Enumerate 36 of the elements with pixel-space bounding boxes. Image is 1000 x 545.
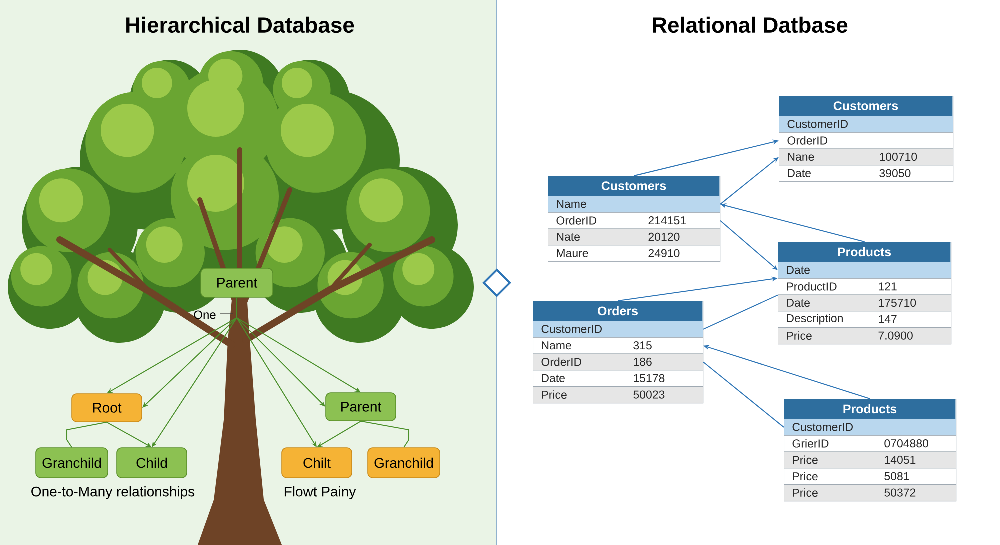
table-row: Description 147 — [778, 311, 952, 328]
table-row: Date 39050 — [779, 165, 954, 182]
table-row: Name — [548, 196, 720, 213]
table-row: Date — [778, 262, 952, 279]
title: Hierarchical Database — [126, 16, 354, 34]
table-row: CustomerID — [784, 419, 956, 436]
title: Relational Datbase — [653, 16, 848, 34]
table-row: Date 175710 — [778, 294, 952, 312]
table-row: Price 50023 — [533, 386, 704, 404]
table-row: Name 315 — [533, 337, 704, 354]
table-row: Nane 100710 — [779, 148, 954, 166]
caption: Flowt Painy — [284, 486, 356, 500]
tree-node-box: Parent — [200, 268, 274, 298]
tree-node-box: Chilt — [282, 448, 352, 478]
caption: One-to-Many relationships — [32, 486, 195, 500]
tree-node-box: Root — [72, 394, 142, 422]
table-row: GrierID 0704880 — [784, 435, 956, 452]
tree-node-box: Granchild — [368, 448, 440, 478]
table-row: Price 50372 — [784, 484, 956, 502]
table-row: Maure 24910 — [548, 245, 720, 262]
table-row: Price 5081 — [784, 468, 956, 486]
table-row: OrderID 214151 — [548, 212, 720, 230]
tree-node-box: Child — [116, 448, 188, 478]
table-row: Date 15178 — [533, 370, 704, 388]
arrow — [720, 220, 778, 270]
table-row: CustomerID — [779, 116, 954, 133]
table-row: Price 7.0900 — [778, 328, 952, 344]
table-row: Price 14051 — [784, 452, 956, 469]
tree-node-box: Parent — [326, 392, 396, 422]
label: One — [194, 310, 216, 320]
table-row: OrderID 186 — [533, 354, 704, 371]
table-row: OrderID — [779, 132, 954, 150]
table-row: Nate 20120 — [548, 228, 720, 246]
table-row: ProductID 121 — [778, 278, 952, 296]
tree-node-box: Granchild — [36, 448, 108, 478]
table-row: CustomerID — [533, 321, 704, 338]
